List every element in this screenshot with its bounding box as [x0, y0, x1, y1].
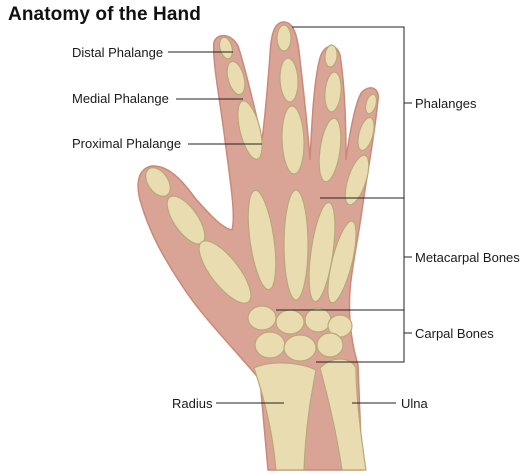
carpal-bones	[247, 305, 353, 362]
label-carpal-bones: Carpal Bones	[415, 326, 494, 341]
label-metacarpal-bones: Metacarpal Bones	[415, 250, 520, 265]
little-finger-bones	[327, 93, 378, 304]
label-medial-phalange: Medial Phalange	[72, 91, 169, 106]
diagram-title: Anatomy of the Hand	[8, 4, 201, 25]
ring-finger-bones	[308, 44, 342, 303]
ulna-bone	[319, 358, 367, 471]
radius-bone	[253, 362, 317, 471]
index-finger-bones	[218, 36, 277, 291]
thumb-bones	[145, 167, 252, 304]
forearm-bones	[253, 358, 367, 471]
label-radius: Radius	[172, 396, 213, 411]
label-proximal-phalange: Proximal Phalange	[72, 136, 182, 151]
leader-lines	[168, 26, 412, 404]
label-phalanges: Phalanges	[415, 96, 477, 111]
label-distal-phalange: Distal Phalange	[72, 45, 164, 60]
middle-finger-bones	[276, 24, 309, 301]
label-ulna: Ulna	[401, 396, 428, 411]
